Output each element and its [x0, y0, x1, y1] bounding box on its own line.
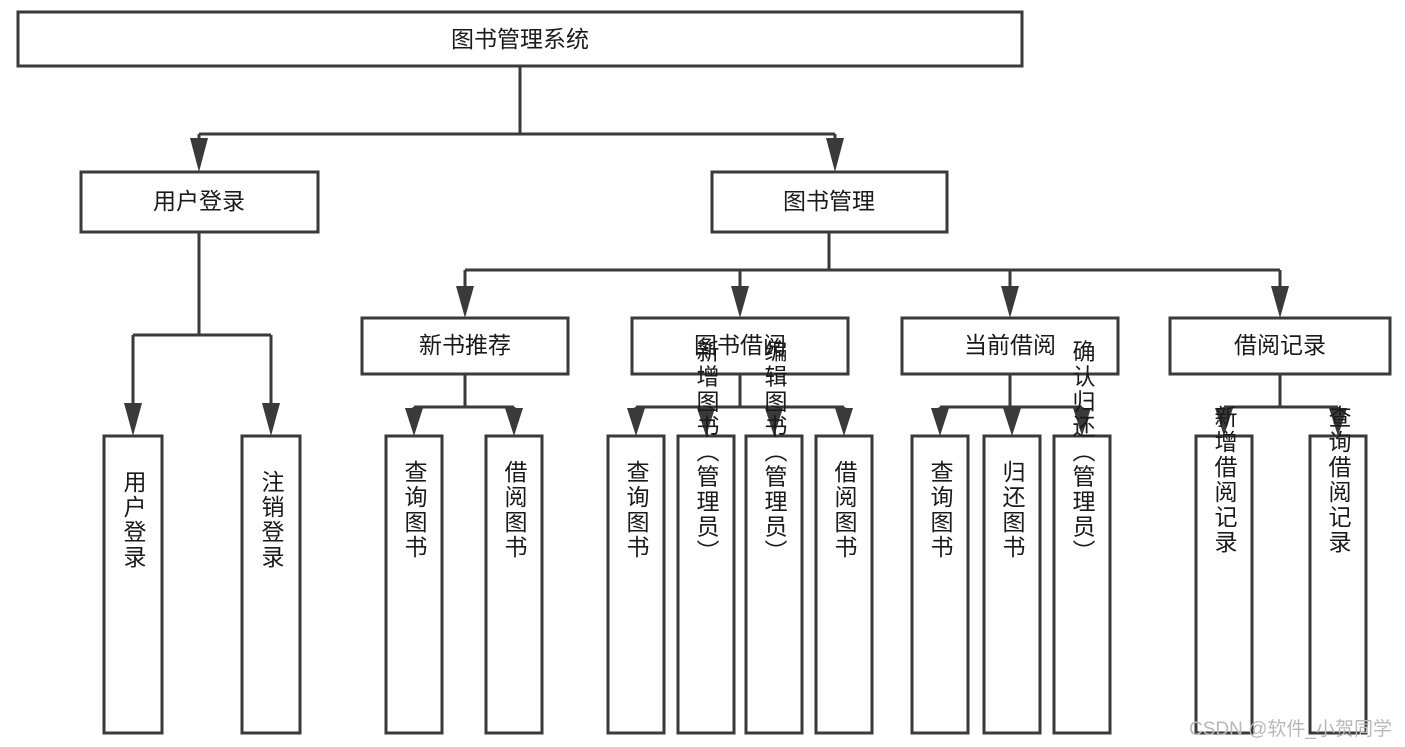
- leaf-confirm-return-label: 确认归还（管理员）: [1069, 340, 1096, 565]
- arrowhead-leaf-edit-book: [765, 408, 783, 436]
- arrowhead-leaf-query-book-borrow: [627, 408, 645, 436]
- node-book-borrow-box[interactable]: [630, 316, 850, 376]
- leaf-logout-box[interactable]: [240, 434, 302, 735]
- node-current-borrow-box[interactable]: [900, 316, 1120, 376]
- leaf-edit-book-box[interactable]: [744, 434, 804, 735]
- connector-layer: [124, 66, 1347, 436]
- leaf-add-borrow-record-label: 新增借阅记录: [1211, 405, 1238, 555]
- arrowhead-leaf-borrow-book: [835, 408, 853, 436]
- node-book-borrow[interactable]: 图书借阅: [630, 316, 850, 376]
- node-borrow-record-box[interactable]: [1168, 316, 1392, 376]
- leaf-query-borrow-record-label: 查询借阅记录: [1325, 405, 1352, 555]
- leaf-return-book-box[interactable]: [982, 434, 1042, 735]
- leaf-add-book-box[interactable]: [676, 434, 736, 735]
- leaf-user-login-label: 用户登录: [120, 470, 147, 570]
- arrowhead-leaf-query-book-current: [931, 408, 949, 436]
- leaf-add-borrow-record-box[interactable]: [1194, 434, 1254, 735]
- leaf-logout-label: 注销登录: [258, 470, 285, 570]
- leaf-query-book-rec[interactable]: 查询图书: [384, 434, 444, 735]
- node-current-borrow-label: 当前借阅: [964, 332, 1056, 358]
- node-borrow-record[interactable]: 借阅记录: [1168, 316, 1392, 376]
- leaf-user-login[interactable]: 用户登录: [102, 434, 164, 735]
- csdn-watermark: CSDN @软件_小贺同学: [1189, 718, 1392, 740]
- node-root[interactable]: 图书管理系统: [16, 10, 1024, 68]
- leaf-query-book-rec-label: 查询图书: [401, 460, 428, 560]
- leaf-query-borrow-record-box[interactable]: [1308, 434, 1368, 735]
- leaf-return-book-label: 归还图书: [999, 460, 1026, 560]
- node-current-borrow[interactable]: 当前借阅: [900, 316, 1120, 376]
- leaf-confirm-return-box[interactable]: [1052, 434, 1112, 735]
- leaf-query-book-rec-box[interactable]: [384, 434, 444, 735]
- arrowhead-borrow-record: [1271, 286, 1289, 318]
- node-user-login-box[interactable]: [79, 170, 320, 234]
- arrowhead-leaf-query-borrow-record: [1329, 408, 1347, 436]
- node-new-book-recommend-label: 新书推荐: [419, 332, 511, 358]
- node-book-management-label: 图书管理: [783, 188, 875, 214]
- arrowhead-leaf-logout: [262, 403, 280, 436]
- arrowhead-leaf-confirm-return: [1073, 408, 1091, 436]
- leaf-return-book[interactable]: 归还图书: [982, 434, 1042, 735]
- arrowhead-user-login: [190, 138, 208, 172]
- leaf-add-borrow-record[interactable]: 新增借阅记录: [1194, 405, 1254, 735]
- node-new-book-recommend-box[interactable]: [360, 316, 570, 376]
- leaf-edit-book-label: 编辑图书（管理员）: [761, 340, 788, 565]
- leaf-query-book-current-box[interactable]: [910, 434, 970, 735]
- leaf-borrow-book-rec-box[interactable]: [484, 434, 544, 735]
- node-user-login-label: 用户登录: [153, 188, 245, 214]
- node-root-label: 图书管理系统: [451, 26, 589, 52]
- node-root-box[interactable]: [16, 10, 1024, 68]
- leaf-logout[interactable]: 注销登录: [240, 434, 302, 735]
- node-user-login[interactable]: 用户登录: [79, 170, 320, 234]
- leaf-add-book-label: 新增图书（管理员）: [693, 340, 720, 565]
- leaf-borrow-book-rec[interactable]: 借阅图书: [484, 434, 544, 735]
- leaf-borrow-book-label: 借阅图书: [831, 460, 858, 560]
- arrowhead-leaf-query-book-rec: [405, 408, 423, 436]
- leaf-confirm-return[interactable]: 确认归还（管理员）: [1052, 340, 1112, 735]
- node-new-book-recommend[interactable]: 新书推荐: [360, 316, 570, 376]
- leaf-query-book-current[interactable]: 查询图书: [910, 434, 970, 735]
- leaf-query-book-borrow[interactable]: 查询图书: [606, 434, 666, 735]
- leaf-query-book-borrow-box[interactable]: [606, 434, 666, 735]
- leaf-query-borrow-record[interactable]: 查询借阅记录: [1308, 405, 1368, 735]
- arrowhead-leaf-add-book: [697, 408, 715, 436]
- arrowhead-leaf-borrow-book-rec: [505, 408, 523, 436]
- arrowhead-leaf-add-borrow-record: [1215, 408, 1233, 436]
- arrowhead-leaf-return-book: [1003, 408, 1021, 436]
- leaf-borrow-book-box[interactable]: [814, 434, 874, 735]
- arrowhead-new-book-recommend: [456, 286, 474, 318]
- arrowhead-book-management: [826, 138, 844, 172]
- node-book-borrow-label: 图书借阅: [694, 332, 786, 358]
- leaf-edit-book[interactable]: 编辑图书（管理员）: [744, 340, 804, 735]
- leaf-borrow-book[interactable]: 借阅图书: [814, 434, 874, 735]
- node-borrow-record-label: 借阅记录: [1234, 332, 1326, 358]
- node-book-management[interactable]: 图书管理: [710, 170, 949, 234]
- arrowhead-book-borrow: [731, 286, 749, 318]
- arrowhead-current-borrow: [1001, 286, 1019, 318]
- leaf-query-book-borrow-label: 查询图书: [623, 460, 650, 560]
- leaf-add-book[interactable]: 新增图书（管理员）: [676, 340, 736, 735]
- leaf-user-login-box[interactable]: [102, 434, 164, 735]
- arrowhead-leaf-user-login: [124, 403, 142, 436]
- leaf-borrow-book-rec-label: 借阅图书: [501, 460, 528, 560]
- node-book-management-box[interactable]: [710, 170, 949, 234]
- leaf-query-book-current-label: 查询图书: [927, 460, 954, 560]
